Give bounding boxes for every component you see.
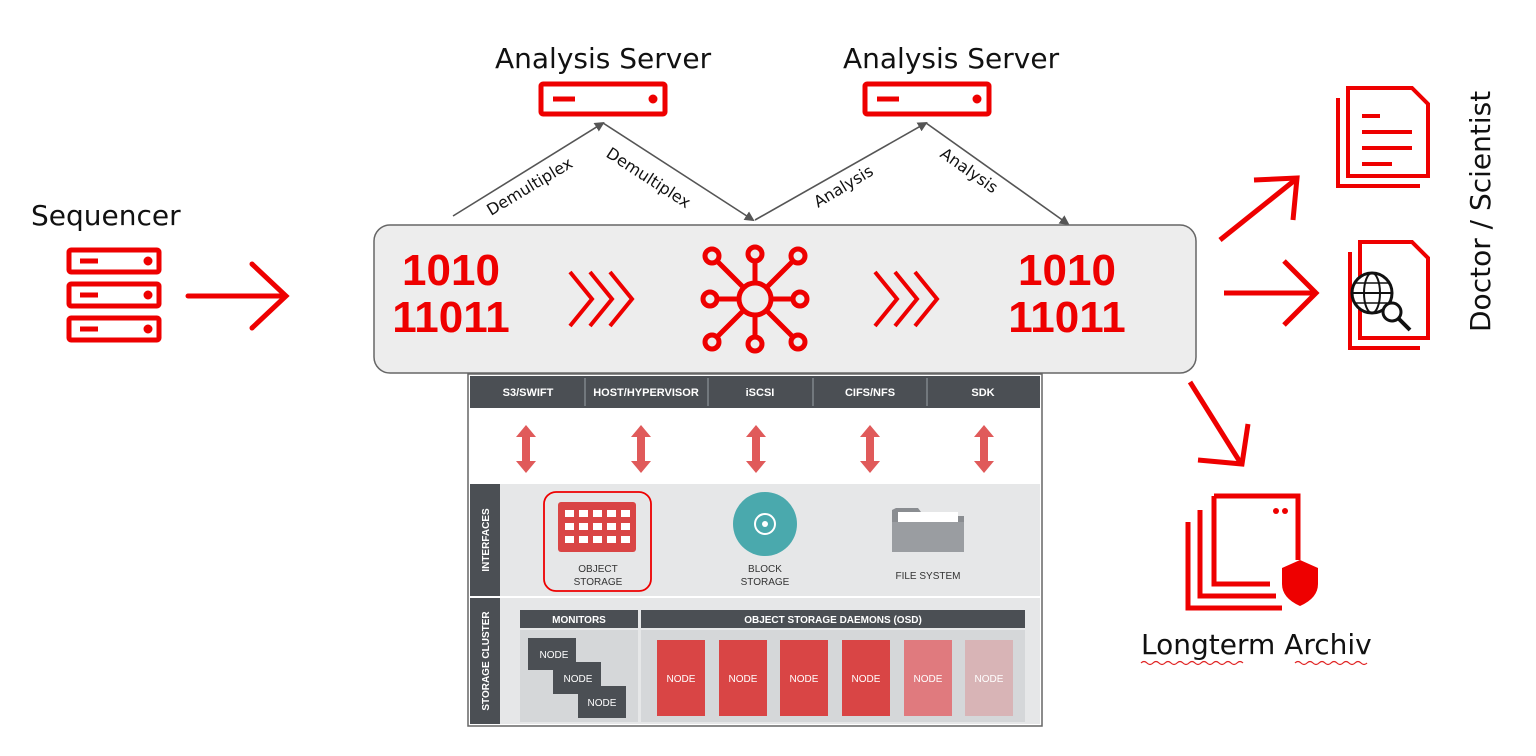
double-arrow-icon xyxy=(516,425,536,473)
edge-analysis-1: Analysis xyxy=(810,161,876,211)
document-icon xyxy=(1336,86,1430,188)
storage-cluster-side-bar xyxy=(470,598,500,724)
object-storage-icon xyxy=(558,502,636,552)
edge-demultiplex-2: Demultiplex xyxy=(603,143,694,212)
output-arrow-right xyxy=(1224,259,1320,327)
protocol-iscsi: iSCSI xyxy=(746,387,775,399)
analysis-server-1-icon xyxy=(538,81,668,117)
osd-nodes: NODE NODE NODE NODE NODE NODE xyxy=(657,640,1013,716)
osd-node: NODE xyxy=(667,674,696,685)
block-storage-label-line1: BLOCK xyxy=(748,564,782,575)
protocol-host-hypervisor: HOST/HYPERVISOR xyxy=(593,387,699,399)
svg-text:11011: 11011 xyxy=(1008,293,1126,342)
analysis-server-2-icon xyxy=(862,81,992,117)
flow-connectors xyxy=(452,121,1070,226)
protocol-s3-swift: S3/SWIFT xyxy=(503,387,554,399)
object-storage-label-line2: STORAGE xyxy=(574,577,623,588)
storage-cluster-section-label: STORAGE CLUSTER xyxy=(481,611,492,711)
monitor-node: NODE xyxy=(564,674,593,685)
web-report-icon xyxy=(1348,240,1430,350)
output-arrow-up xyxy=(1218,175,1300,242)
folder-icon xyxy=(892,508,964,552)
chevron-right-icon xyxy=(873,270,940,328)
protocol-sdk: SDK xyxy=(971,387,994,399)
chevron-right-icon xyxy=(568,270,635,328)
osd-node: NODE xyxy=(790,674,819,685)
monitor-node: NODE xyxy=(540,650,569,661)
archive-icon xyxy=(1185,493,1318,611)
protocol-dividers xyxy=(584,378,928,406)
network-hub-icon xyxy=(700,244,810,354)
monitors-header-label: MONITORS xyxy=(552,615,606,626)
bidirectional-arrows xyxy=(516,425,994,473)
object-storage-highlight xyxy=(543,491,652,592)
object-storage-label-line1: OBJECT xyxy=(578,564,617,575)
svg-text:1010: 1010 xyxy=(1018,246,1116,295)
monitors-header xyxy=(520,610,638,628)
svg-text:1010: 1010 xyxy=(402,246,500,295)
monitor-node: NODE xyxy=(588,698,617,709)
svg-text:11011: 11011 xyxy=(392,293,510,342)
osd-node: NODE xyxy=(729,674,758,685)
binary-data-icon-right: 1010 11011 xyxy=(1008,246,1126,342)
interfaces-side-bar xyxy=(470,484,500,596)
osd-node: NODE xyxy=(914,674,943,685)
spellcheck-underline-2 xyxy=(1294,660,1368,666)
protocol-header-bar xyxy=(470,376,1040,408)
double-arrow-icon xyxy=(746,425,766,473)
file-system-label: FILE SYSTEM xyxy=(895,571,960,582)
analysis-server-1-label: Analysis Server xyxy=(495,42,712,75)
sequencer-icon xyxy=(66,247,162,343)
protocol-cifs-nfs: CIFS/NFS xyxy=(845,387,895,399)
double-arrow-icon xyxy=(631,425,651,473)
block-storage-icon xyxy=(733,492,797,556)
osd-header-label: OBJECT STORAGE DAEMONS (OSD) xyxy=(744,615,922,626)
longterm-archive-label: Longterm Archiv xyxy=(1141,628,1372,661)
output-arrow-down xyxy=(1187,380,1251,467)
sequencer-arrow xyxy=(185,261,290,331)
analysis-server-2-label: Analysis Server xyxy=(843,42,1060,75)
doctor-scientist-label: Doctor / Scientist xyxy=(1464,91,1497,332)
edge-demultiplex-1: Demultiplex xyxy=(483,153,576,219)
double-arrow-icon xyxy=(860,425,880,473)
block-storage-label-line2: STORAGE xyxy=(741,577,790,588)
osd-node: NODE xyxy=(852,674,881,685)
osd-node: NODE xyxy=(975,674,1004,685)
sequencer-label: Sequencer xyxy=(31,199,181,232)
binary-data-icon-left: 1010 11011 xyxy=(392,246,510,342)
osd-header xyxy=(641,610,1025,628)
double-arrow-icon xyxy=(974,425,994,473)
monitor-nodes: NODE NODE NODE xyxy=(528,638,626,718)
spellcheck-underline-1 xyxy=(1140,660,1244,666)
interfaces-section-label: INTERFACES xyxy=(481,508,492,572)
